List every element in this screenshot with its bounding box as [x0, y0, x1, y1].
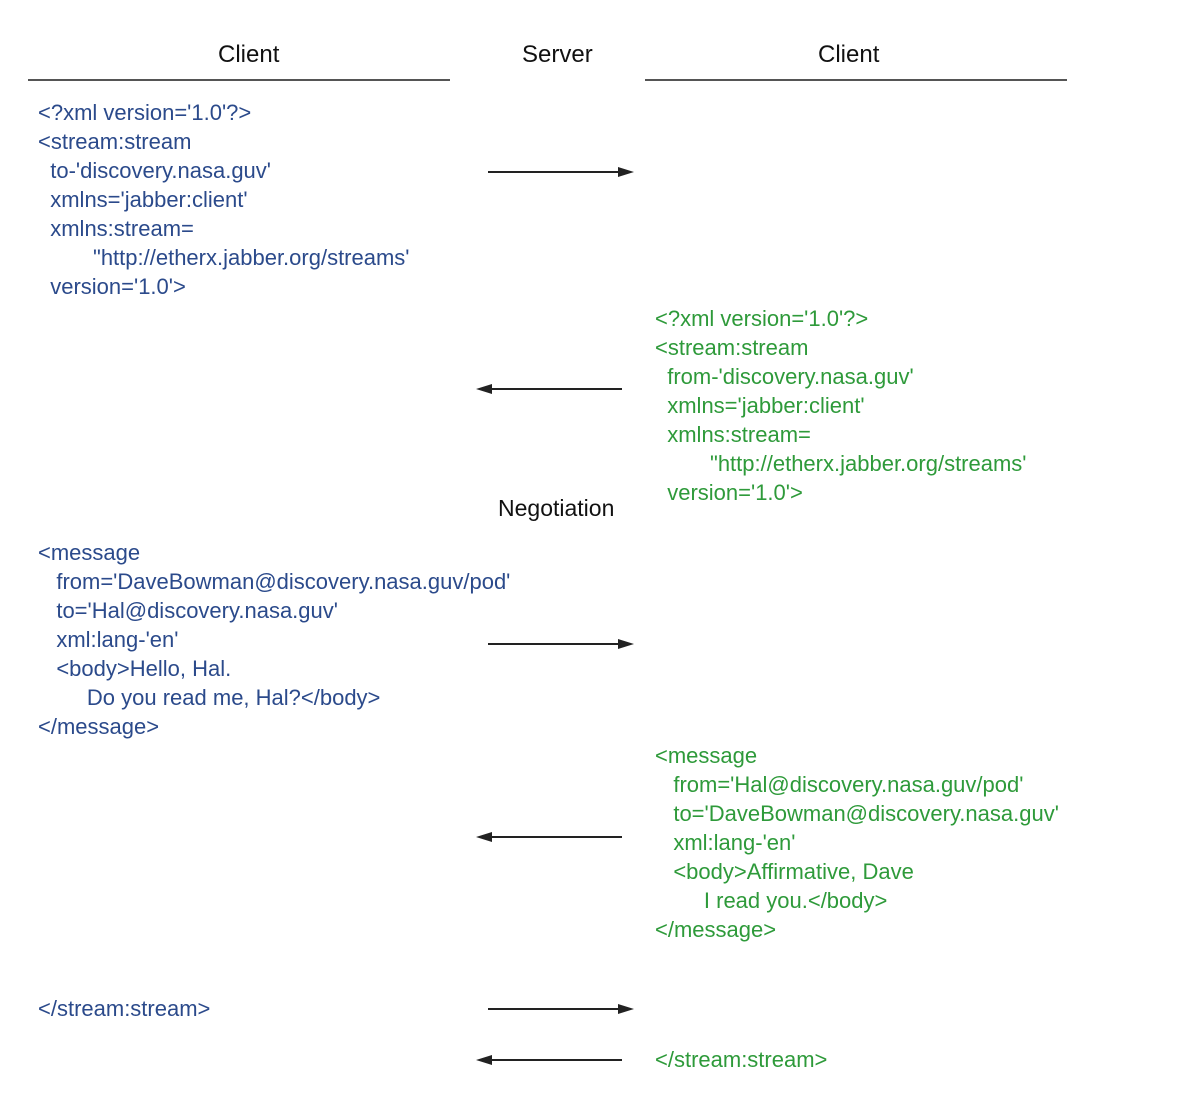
- server-stream-open-block: <?xml version='1.0'?> <stream:stream from…: [655, 304, 1027, 507]
- code-line: to='DaveBowman@discovery.nasa.guv': [655, 801, 1059, 826]
- code-line: from-'discovery.nasa.guv': [655, 364, 914, 389]
- arrow-left-message: [476, 829, 622, 845]
- code-line: <?xml version='1.0'?>: [38, 100, 252, 125]
- code-line: from='DaveBowman@discovery.nasa.guv/pod': [38, 569, 511, 594]
- code-line: I read you.</body>: [655, 888, 888, 913]
- code-line: to='Hal@discovery.nasa.guv': [38, 598, 338, 623]
- arrow-right-stream-open: [488, 164, 634, 180]
- code-line: </stream:stream>: [655, 1047, 828, 1072]
- arrow-right-icon: [488, 639, 634, 649]
- arrow-right-icon: [488, 1004, 634, 1014]
- code-line: version='1.0'>: [655, 480, 803, 505]
- code-line: from='Hal@discovery.nasa.guv/pod': [655, 772, 1024, 797]
- code-line: <message: [38, 540, 141, 565]
- arrow-left-stream-close: [476, 1052, 622, 1068]
- server-stream-close-block: </stream:stream>: [655, 1045, 827, 1074]
- server-message-block: <message from='Hal@discovery.nasa.guv/po…: [655, 741, 1059, 944]
- client-stream-open-block: <?xml version='1.0'?> <stream:stream to-'…: [38, 98, 410, 301]
- client-stream-close-block: </stream:stream>: [38, 994, 210, 1023]
- code-line: to-'discovery.nasa.guv': [38, 158, 271, 183]
- arrow-head: [476, 832, 492, 842]
- client-message-block: <message from='DaveBowman@discovery.nasa…: [38, 538, 510, 741]
- code-line: <?xml version='1.0'?>: [655, 306, 869, 331]
- code-line: <body>Hello, Hal.: [38, 656, 232, 681]
- arrow-left-icon: [476, 384, 622, 394]
- code-line: xmlns='jabber:client': [655, 393, 865, 418]
- arrow-right-message: [488, 636, 634, 652]
- code-line: <stream:stream: [655, 335, 809, 360]
- code-line: </message>: [38, 714, 160, 739]
- code-line: </message>: [655, 917, 777, 942]
- code-line: xmlns:stream=: [38, 216, 194, 241]
- code-line: <message: [655, 743, 758, 768]
- arrow-head: [618, 1004, 634, 1014]
- code-line: </stream:stream>: [38, 996, 211, 1021]
- code-line: <body>Affirmative, Dave: [655, 859, 914, 884]
- negotiation-label: Negotiation: [498, 495, 615, 521]
- header-client-right: Client: [818, 41, 880, 68]
- arrow-head: [476, 1055, 492, 1065]
- code-line: xmlns:stream=: [655, 422, 811, 447]
- arrow-head: [618, 167, 634, 177]
- arrow-right-icon: [488, 167, 634, 177]
- arrow-head: [476, 384, 492, 394]
- header-client-left: Client: [218, 41, 280, 68]
- header-underline-right: [645, 79, 1067, 81]
- arrow-head: [618, 639, 634, 649]
- arrow-right-stream-close: [488, 1001, 634, 1017]
- code-line: version='1.0'>: [38, 274, 186, 299]
- code-line: Do you read me, Hal?</body>: [38, 685, 381, 710]
- code-line: "http://etherx.jabber.org/streams': [38, 245, 410, 270]
- arrow-left-stream-open: [476, 381, 622, 397]
- code-line: xmlns='jabber:client': [38, 187, 248, 212]
- arrow-left-icon: [476, 1055, 622, 1065]
- header-underline-left: [28, 79, 450, 81]
- code-line: "http://etherx.jabber.org/streams': [655, 451, 1027, 476]
- code-line: xml:lang-'en': [655, 830, 796, 855]
- arrow-left-icon: [476, 832, 622, 842]
- code-line: xml:lang-'en': [38, 627, 179, 652]
- code-line: <stream:stream: [38, 129, 192, 154]
- header-server: Server: [522, 41, 593, 68]
